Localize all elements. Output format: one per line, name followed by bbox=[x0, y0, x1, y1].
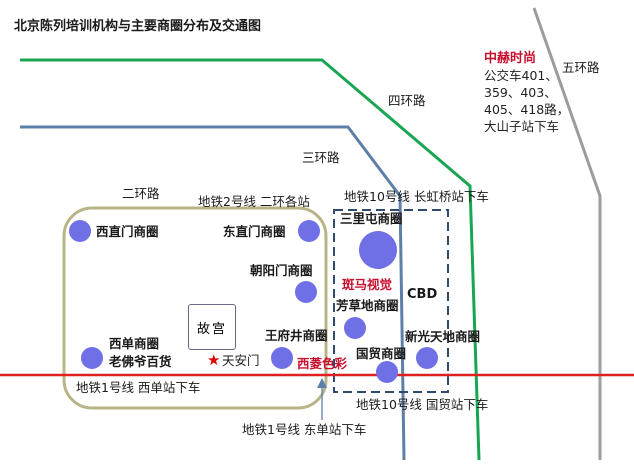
dongdan-arrow-head bbox=[317, 378, 327, 388]
banma-label: 斑马视觉 bbox=[342, 277, 393, 292]
mall-label-xizhimen: 西直门商圈 bbox=[96, 224, 159, 239]
zhonghe-label: 中赫时尚 bbox=[484, 51, 537, 66]
bus-line-3: 405、418路， bbox=[484, 102, 570, 117]
mall-label-dongzhimen: 东直门商圈 bbox=[223, 224, 286, 239]
bus-line-1: 公交车401、 bbox=[484, 68, 558, 83]
fifth-ring-label: 五环路 bbox=[562, 60, 600, 75]
mall-label-xidan: 西单商圈 bbox=[109, 336, 160, 351]
fourth-ring-road bbox=[20, 58, 481, 461]
mall-label-xinguang: 新光天地商圈 bbox=[405, 329, 481, 344]
metro-line2-label: 地铁2号线 二环各站 bbox=[198, 194, 310, 209]
metro-line10-south-label: 地铁10号线 国贸站下车 bbox=[356, 397, 489, 412]
metro-line1-east-label: 地铁1号线 东单站下车 bbox=[242, 422, 367, 437]
metro-line1-west-label: 地铁1号线 西单站下车 bbox=[76, 380, 201, 395]
cbd-label: CBD bbox=[407, 287, 438, 302]
mall-label-chaoyangmen: 朝阳门商圈 bbox=[250, 263, 313, 278]
mall-dot-dongzhimen bbox=[298, 220, 320, 242]
map-title: 北京陈列培训机构与主要商圈分布及交通图 bbox=[14, 19, 262, 34]
third-ring-label: 三环路 bbox=[302, 150, 340, 165]
xiling-label: 西菱色彩 bbox=[297, 356, 348, 371]
mall-label-guomao: 国贸商圈 bbox=[356, 346, 407, 361]
mall-label-fangcaodi: 芳草地商圈 bbox=[336, 298, 399, 313]
zhonghe-info: 中赫时尚 公交车401、 359、403、 405、418路， 大山子站下车 bbox=[484, 50, 569, 135]
mall-dot-fangcaodi bbox=[344, 317, 366, 339]
metro-line10-north-label: 地铁10号线 长虹桥站下车 bbox=[344, 189, 489, 204]
mall-dot-xizhimen bbox=[69, 220, 91, 242]
bus-line-4: 大山子站下车 bbox=[484, 119, 560, 134]
second-ring-label: 二环路 bbox=[122, 186, 160, 201]
tiananmen-star-icon: ★ bbox=[207, 351, 221, 369]
mall-dot-sanlitun bbox=[359, 231, 397, 269]
fourth-ring-label: 四环路 bbox=[388, 93, 426, 108]
mall-dot-guomao bbox=[376, 361, 398, 383]
gugong-box: 故宫 bbox=[188, 304, 236, 350]
third-ring-road bbox=[20, 125, 406, 461]
fifth-ring-road bbox=[532, 7, 602, 460]
mall-dot-xinguang bbox=[416, 347, 438, 369]
mall-dot-chaoyangmen bbox=[295, 281, 317, 303]
bus-line-2: 359、403、 bbox=[484, 85, 557, 100]
mall-label-wangfujing: 王府井商圈 bbox=[265, 328, 328, 343]
mall-label-laofoye: 老佛爷百货 bbox=[109, 354, 172, 369]
second-ring-road bbox=[62, 206, 328, 410]
cbd-zone bbox=[333, 209, 449, 393]
mall-dot-xidan bbox=[81, 347, 103, 369]
mall-dot-wangfujing bbox=[271, 347, 293, 369]
tiananmen-label: 天安门 bbox=[222, 353, 260, 368]
mall-label-sanlitun: 三里屯商圈 bbox=[340, 211, 403, 226]
